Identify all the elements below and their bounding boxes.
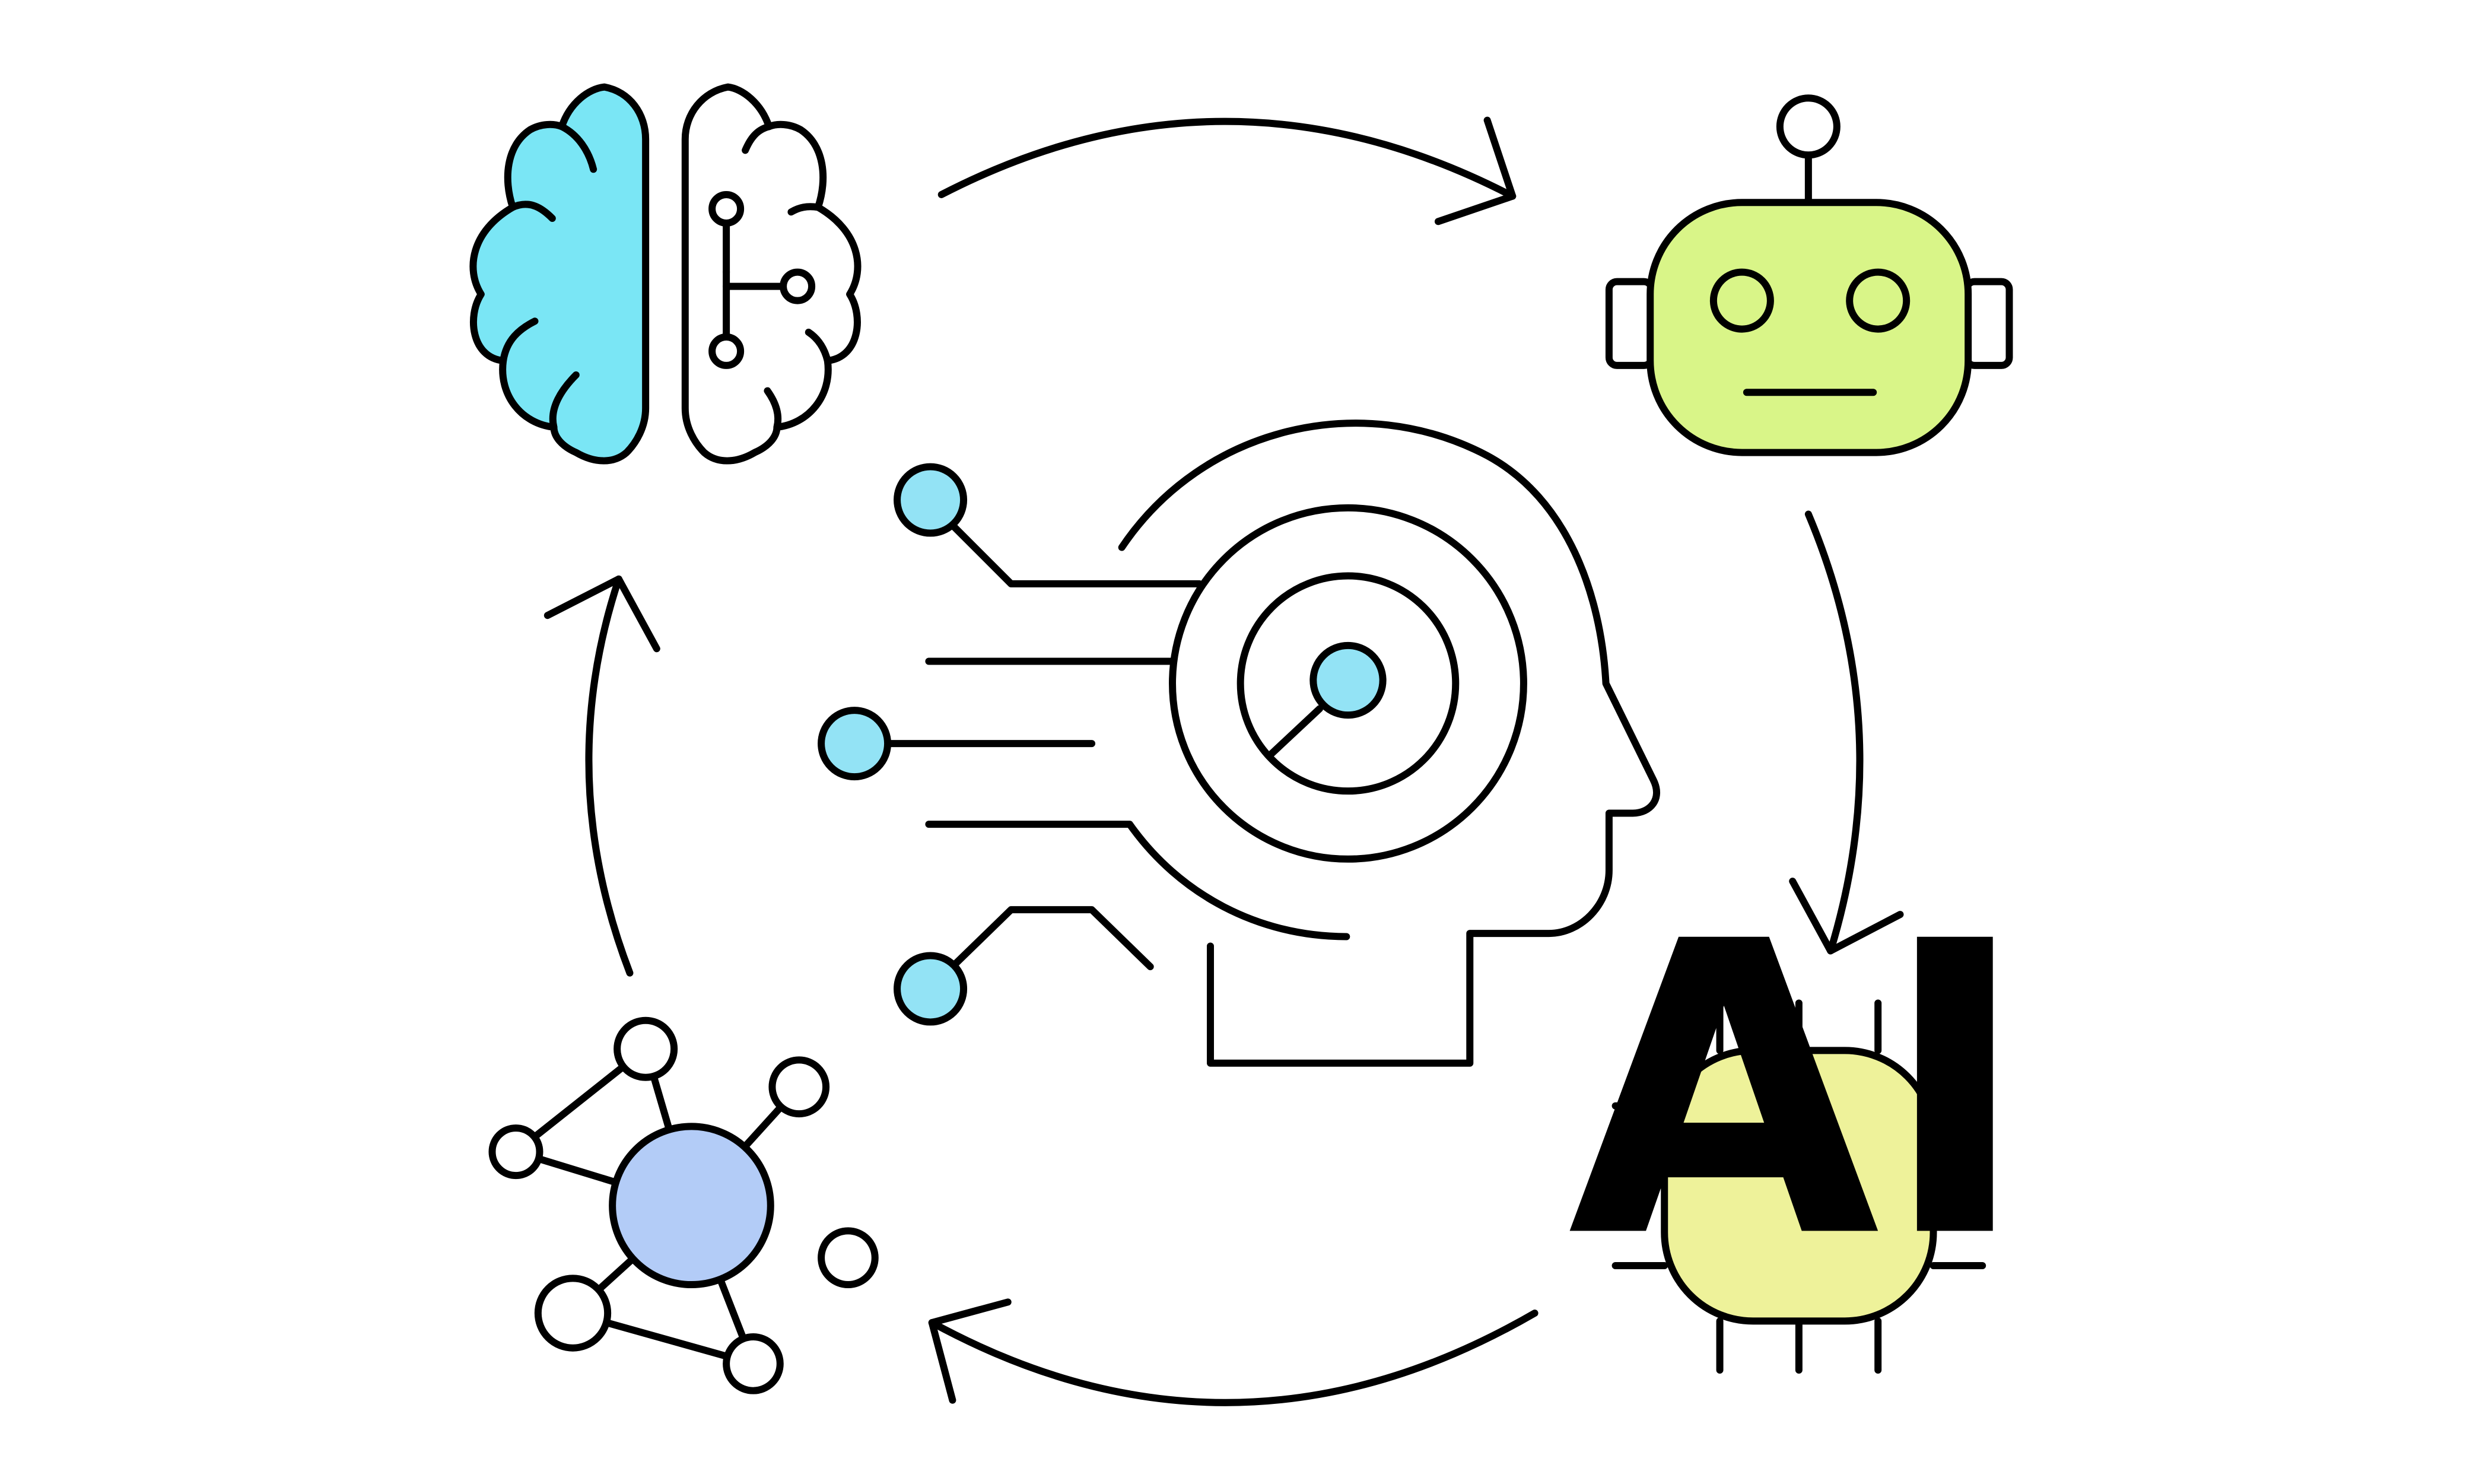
head-profile — [1118, 420, 1660, 1067]
robot-eye-right — [1846, 268, 1911, 333]
network-node — [723, 1333, 784, 1394]
ai-head-icon — [818, 420, 1660, 1067]
network-node — [614, 1016, 678, 1081]
cycle-arrow-bottom-icon — [928, 1298, 1539, 1406]
brain-icon — [469, 83, 862, 465]
network-node — [534, 1275, 612, 1352]
network-node — [488, 1124, 543, 1180]
robot-eye-left — [1709, 268, 1774, 333]
head-core-node — [1309, 641, 1387, 719]
ai-chip-label: AI — [1568, 857, 2030, 1326]
head-ring-outer — [1169, 504, 1527, 863]
data-node — [894, 463, 968, 537]
brain-left-lobe — [469, 83, 650, 465]
cycle-arrow-left-icon — [543, 575, 660, 977]
data-node — [818, 707, 892, 781]
robot-ear-right — [1963, 278, 2013, 369]
network-node — [818, 1227, 879, 1289]
robot-head — [1646, 199, 1972, 456]
ai-chip-icon — [1611, 999, 1986, 1374]
cycle-arrow-right-icon — [1789, 510, 1904, 955]
robot-icon — [1605, 94, 2013, 456]
robot-antenna-icon — [1776, 94, 1841, 159]
data-node — [894, 952, 968, 1026]
cycle-arrow-top-icon — [937, 116, 1517, 225]
network-icon — [488, 1016, 879, 1394]
network-node — [768, 1056, 830, 1118]
head-ring-inner — [1236, 572, 1460, 795]
chip-body — [1661, 1047, 1937, 1325]
network-hub — [609, 1123, 774, 1289]
robot-ear-left — [1605, 278, 1655, 369]
